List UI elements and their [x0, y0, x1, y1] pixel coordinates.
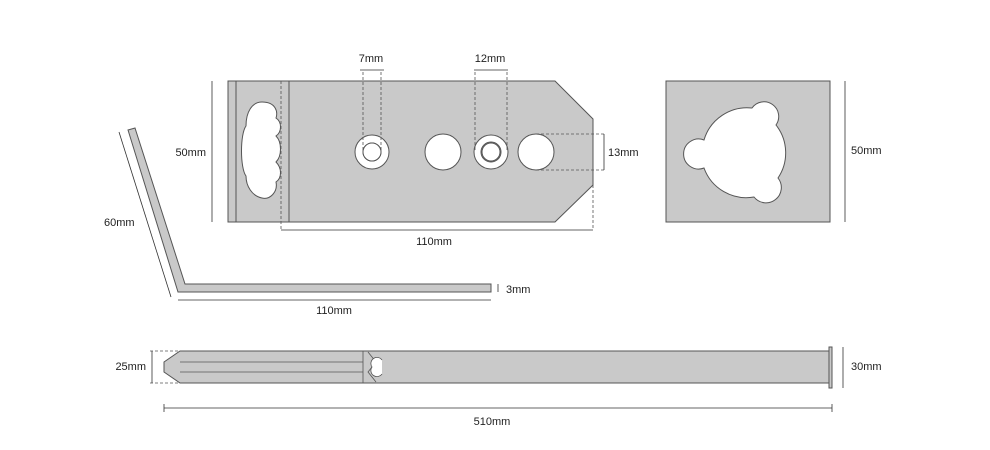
medium-hole — [481, 142, 501, 162]
dim-thickness: 3mm — [506, 284, 530, 296]
keyhole-cutout — [241, 101, 281, 199]
side-view-bracket — [127, 127, 492, 293]
dim-slot-height: 13mm — [608, 147, 639, 159]
side-view: 60mm 110mm 3mm — [104, 127, 530, 317]
dim-top-length: 110mm — [416, 236, 452, 248]
dim-side-length: 110mm — [316, 305, 352, 317]
end-view: 50mm — [665, 80, 882, 223]
dim-large-hole: 12mm — [475, 53, 506, 65]
clover-cutout — [683, 101, 787, 204]
dim-angled: 60mm — [104, 217, 135, 229]
dim-head-width: 30mm — [851, 361, 882, 373]
small-hole — [362, 142, 382, 162]
stake-view: 25mm 30mm 510mm — [115, 346, 882, 428]
dim-top-height: 50mm — [175, 147, 206, 159]
dim-tip-width: 25mm — [115, 361, 146, 373]
stake-head — [828, 346, 833, 389]
stake-body — [163, 350, 830, 384]
dim-stake-length: 510mm — [474, 416, 511, 428]
dim-end-height: 50mm — [851, 145, 882, 157]
large-hole-2 — [517, 133, 555, 171]
top-view: 7mm 12mm 13mm 50mm 110mm — [175, 53, 638, 248]
dim-small-hole: 7mm — [359, 53, 383, 65]
large-hole-1 — [424, 133, 462, 171]
